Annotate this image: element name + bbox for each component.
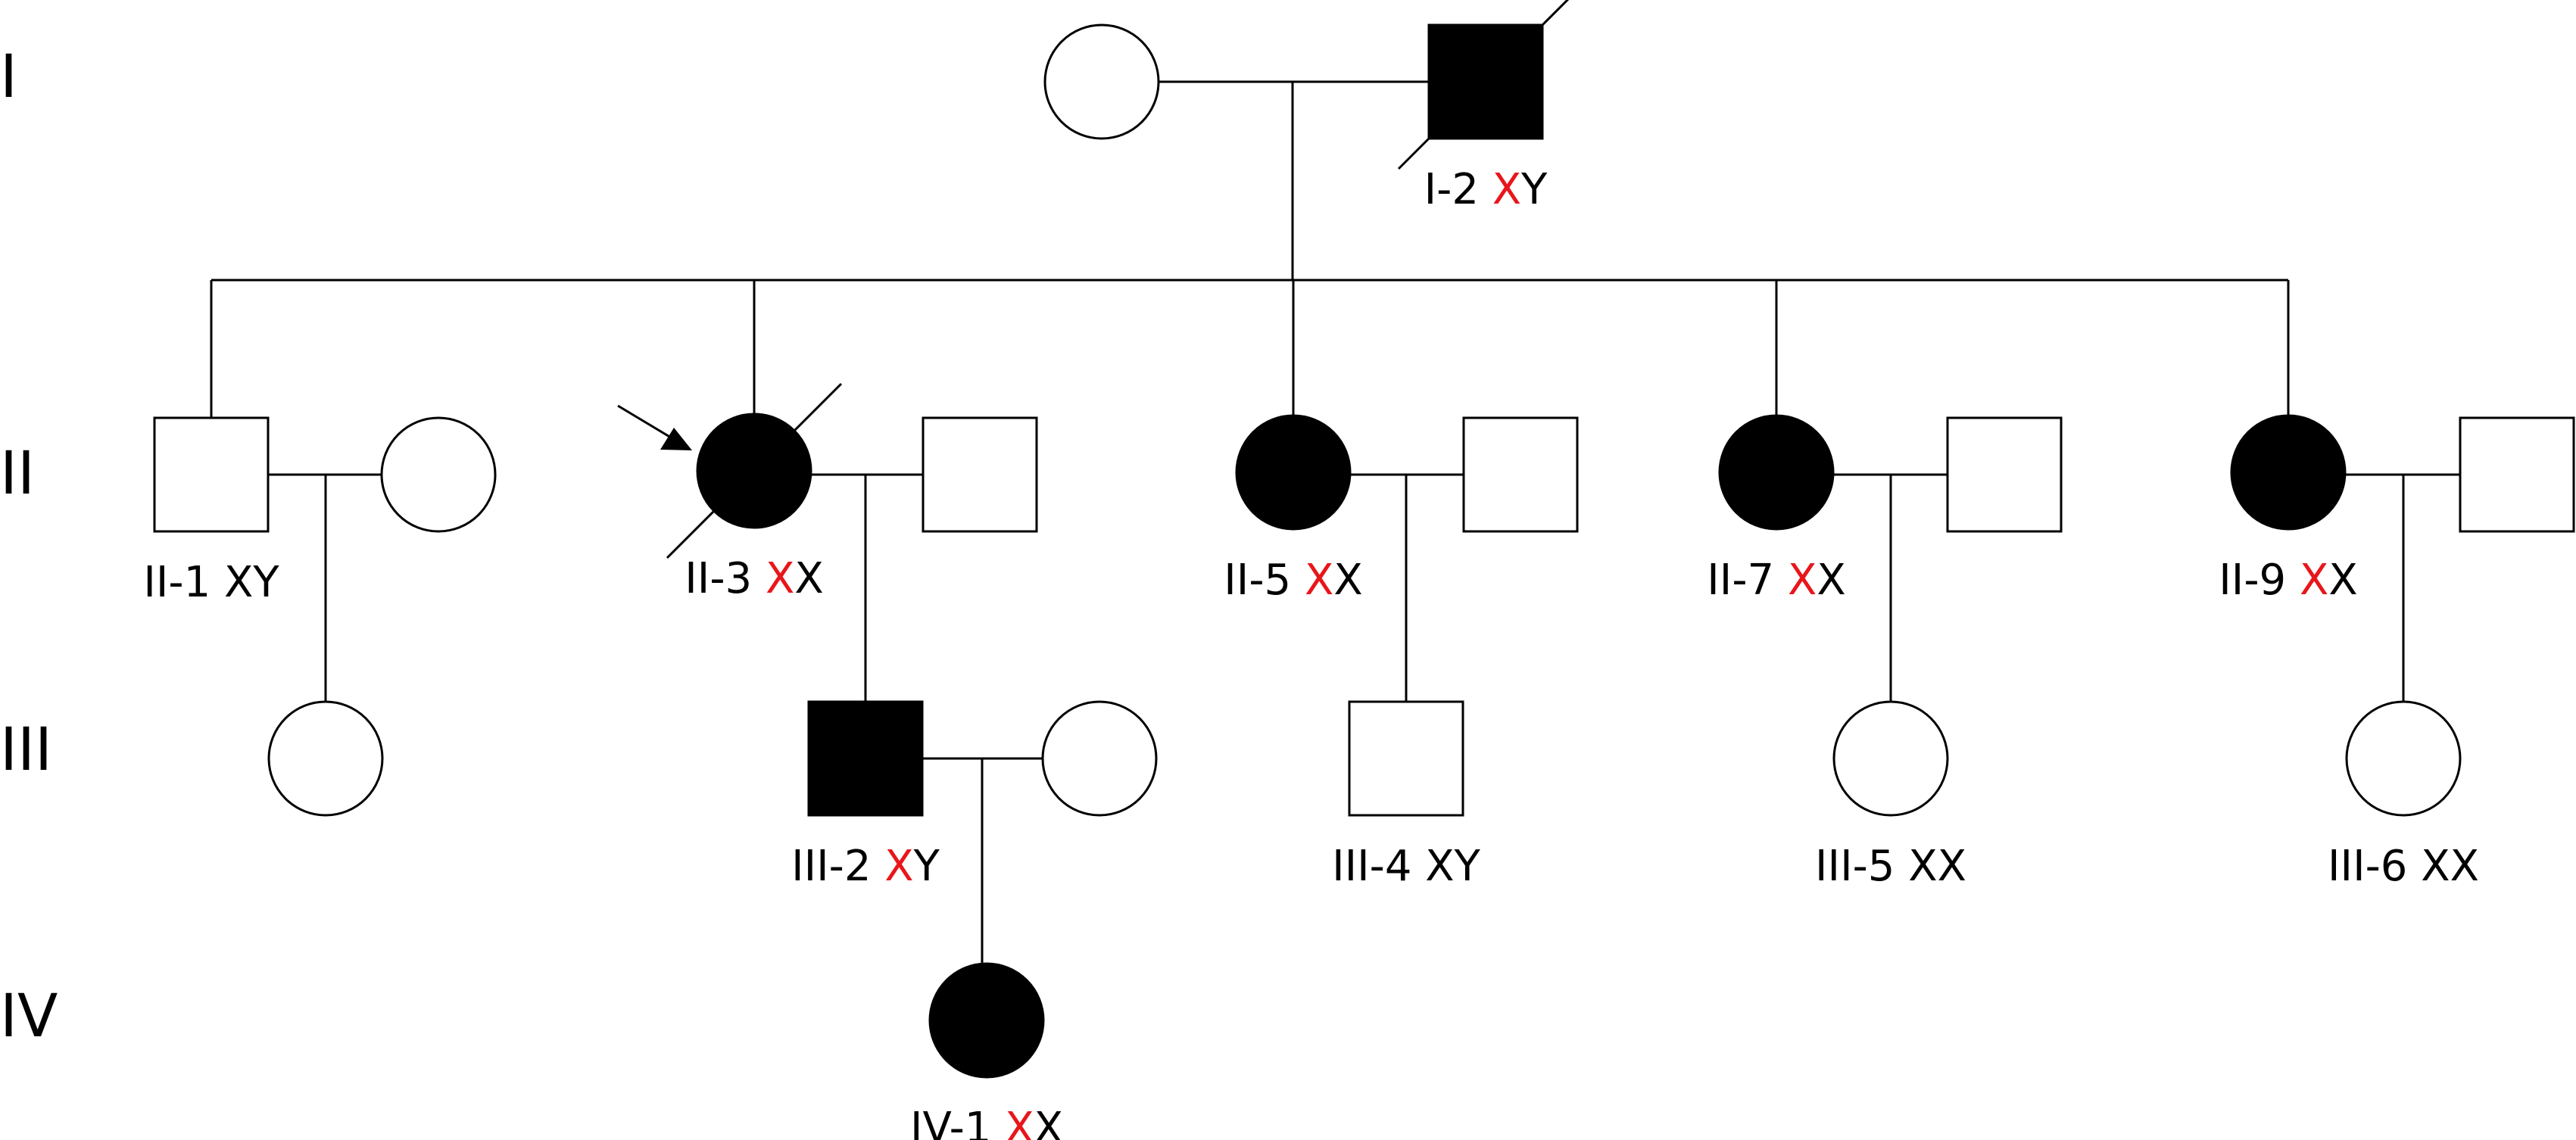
genotype-second-allele: Y	[252, 558, 279, 607]
individual-label-iii4: III-4 XY	[1332, 842, 1481, 891]
female-symbol-ii2	[380, 416, 497, 533]
female-symbol-ii5	[1235, 414, 1352, 531]
deceased-slash-ii3	[666, 382, 843, 559]
individual-label-i2: I-2 XY	[1424, 165, 1548, 214]
genotype-second-allele: X	[2450, 842, 2479, 891]
individual-id: III-4	[1332, 842, 1425, 891]
genotype-second-allele: X	[1333, 556, 1362, 605]
individual-label-ii3: II-3 XX	[685, 554, 823, 603]
generation-label-g4: IV	[0, 983, 58, 1051]
genotype-second-allele: Y	[1454, 842, 1481, 891]
individual-id: II-5	[1224, 556, 1305, 605]
male-symbol-ii10	[2459, 416, 2575, 533]
individual-id: III-2	[791, 842, 884, 891]
individual-id: II-1	[143, 558, 224, 607]
genotype-second-allele: X	[2328, 556, 2357, 605]
genotype-first-allele: X	[766, 554, 794, 603]
genotype-first-allele: X	[1492, 165, 1521, 214]
generation-label-g1: I	[0, 43, 17, 111]
genotype-second-allele: Y	[913, 842, 940, 891]
female-symbol-iii5	[1832, 700, 1949, 817]
individual-symbols	[153, 0, 2575, 1079]
genotype-second-allele: X	[1938, 842, 1966, 891]
generation-label-g2: II	[0, 440, 35, 508]
female-symbol-iii1	[267, 700, 384, 817]
genotype-first-allele: X	[1305, 556, 1333, 605]
male-symbol-ii1	[153, 416, 270, 533]
female-symbol-i1	[1043, 23, 1160, 140]
individual-label-ii1: II-1 XY	[143, 558, 279, 607]
deceased-slash-i2	[1397, 0, 1570, 170]
genotype-first-allele: X	[1425, 842, 1454, 891]
individual-label-iii5: III-5 XX	[1815, 842, 1966, 891]
individual-label-iii6: III-6 XX	[2328, 842, 2479, 891]
generation-label-g3: III	[0, 716, 52, 784]
individual-id: I-2	[1424, 165, 1492, 214]
genotype-first-allele: X	[1788, 556, 1817, 605]
individual-id: III-6	[2328, 842, 2421, 891]
male-symbol-iii2	[807, 700, 924, 817]
male-symbol-iii4	[1348, 700, 1464, 817]
individual-label-ii5: II-5 XX	[1224, 556, 1362, 605]
individual-id: IV-1	[910, 1104, 1005, 1140]
genotype-first-allele: X	[2300, 556, 2328, 605]
genotype-second-allele: X	[1034, 1104, 1063, 1140]
individual-label-ii9: II-9 XX	[2219, 556, 2357, 605]
genotype-first-allele: X	[224, 558, 253, 607]
female-symbol-iv1	[928, 962, 1045, 1079]
female-symbol-iii3	[1041, 700, 1158, 817]
female-symbol-ii9	[2230, 414, 2347, 531]
individual-label-iv1: IV-1 XX	[910, 1104, 1063, 1140]
female-symbol-ii7	[1718, 414, 1835, 531]
genotype-first-allele: X	[884, 842, 913, 891]
male-symbol-ii4	[922, 416, 1038, 533]
relationship-lines	[210, 80, 2460, 964]
individual-label-iii2: III-2 XY	[791, 842, 940, 891]
individual-id: II-9	[2219, 556, 2300, 605]
genotype-second-allele: X	[794, 554, 823, 603]
individual-id: II-7	[1707, 556, 1788, 605]
genotype-first-allele: X	[2421, 842, 2450, 891]
individual-label-ii7: II-7 XX	[1707, 556, 1845, 605]
proband-arrow-icon	[660, 428, 692, 450]
genotype-second-allele: X	[1817, 556, 1845, 605]
individual-id: III-5	[1815, 842, 1908, 891]
female-symbol-iii6	[2345, 700, 2462, 817]
genotype-first-allele: X	[1005, 1104, 1034, 1140]
individual-id: II-3	[685, 554, 766, 603]
male-symbol-ii6	[1462, 416, 1579, 533]
male-symbol-ii8	[1946, 416, 2063, 533]
genotype-first-allele: X	[1908, 842, 1937, 891]
proband-arrow-shaft	[617, 404, 679, 444]
genotype-second-allele: Y	[1520, 165, 1548, 214]
